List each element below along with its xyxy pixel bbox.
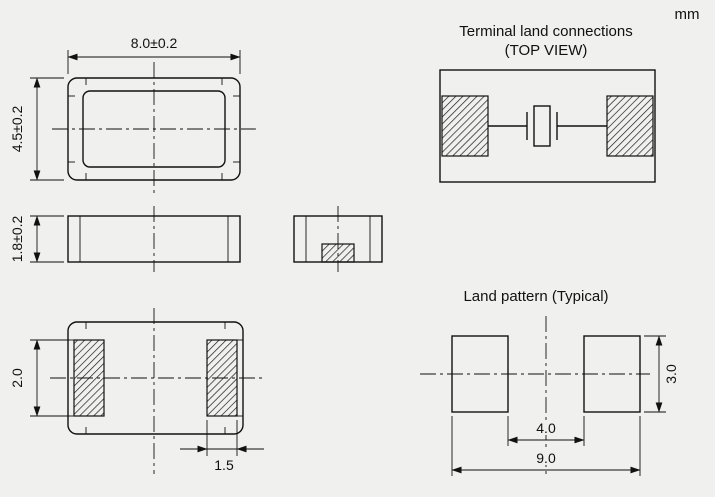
dimension-width: 8.0±0.2 bbox=[67, 35, 241, 74]
dim-width-label: 8.0±0.2 bbox=[131, 35, 178, 51]
package-side-view: 1.8±0.2 bbox=[9, 206, 241, 272]
terminal-land-title: Terminal land connections bbox=[459, 23, 632, 40]
dimension-height: 4.5±0.2 bbox=[9, 77, 64, 181]
dimension-land-height: 3.0 bbox=[644, 335, 679, 413]
land-pattern-title: Land pattern (Typical) bbox=[463, 288, 608, 305]
package-bottom-view: 2.0 1.5 bbox=[9, 308, 264, 474]
package-top-view: 8.0±0.2 4.5±0.2 bbox=[9, 35, 256, 196]
dim-thickness-label: 1.8±0.2 bbox=[9, 215, 25, 262]
terminal-land-subtitle: (TOP VIEW) bbox=[505, 42, 588, 59]
dimension-pad-width: 1.5 bbox=[180, 420, 264, 473]
land-pad-left bbox=[441, 95, 489, 157]
dim-land-gap-label: 4.0 bbox=[536, 420, 556, 436]
package-end-view bbox=[293, 206, 383, 272]
dim-height-label: 4.5±0.2 bbox=[9, 105, 25, 152]
dim-pad-width-label: 1.5 bbox=[214, 457, 234, 473]
dimension-thickness: 1.8±0.2 bbox=[9, 215, 64, 263]
terminal-land-connections: Terminal land connections (TOP VIEW) bbox=[439, 23, 656, 183]
crystal-symbol bbox=[488, 105, 607, 147]
dim-land-height-label: 3.0 bbox=[663, 364, 679, 384]
dimension-land-overall: 9.0 bbox=[451, 416, 641, 476]
land-pattern: Land pattern (Typical) 3.0 4.0 9.0 bbox=[420, 288, 679, 478]
units-label: mm bbox=[675, 6, 700, 23]
land-pad-right bbox=[606, 95, 654, 157]
dimension-pad-length: 2.0 bbox=[9, 339, 70, 417]
castellation-marks bbox=[68, 78, 240, 180]
dimension-land-gap: 4.0 bbox=[507, 416, 585, 446]
dim-land-overall-label: 9.0 bbox=[536, 450, 556, 466]
dim-pad-length-label: 2.0 bbox=[9, 368, 25, 388]
